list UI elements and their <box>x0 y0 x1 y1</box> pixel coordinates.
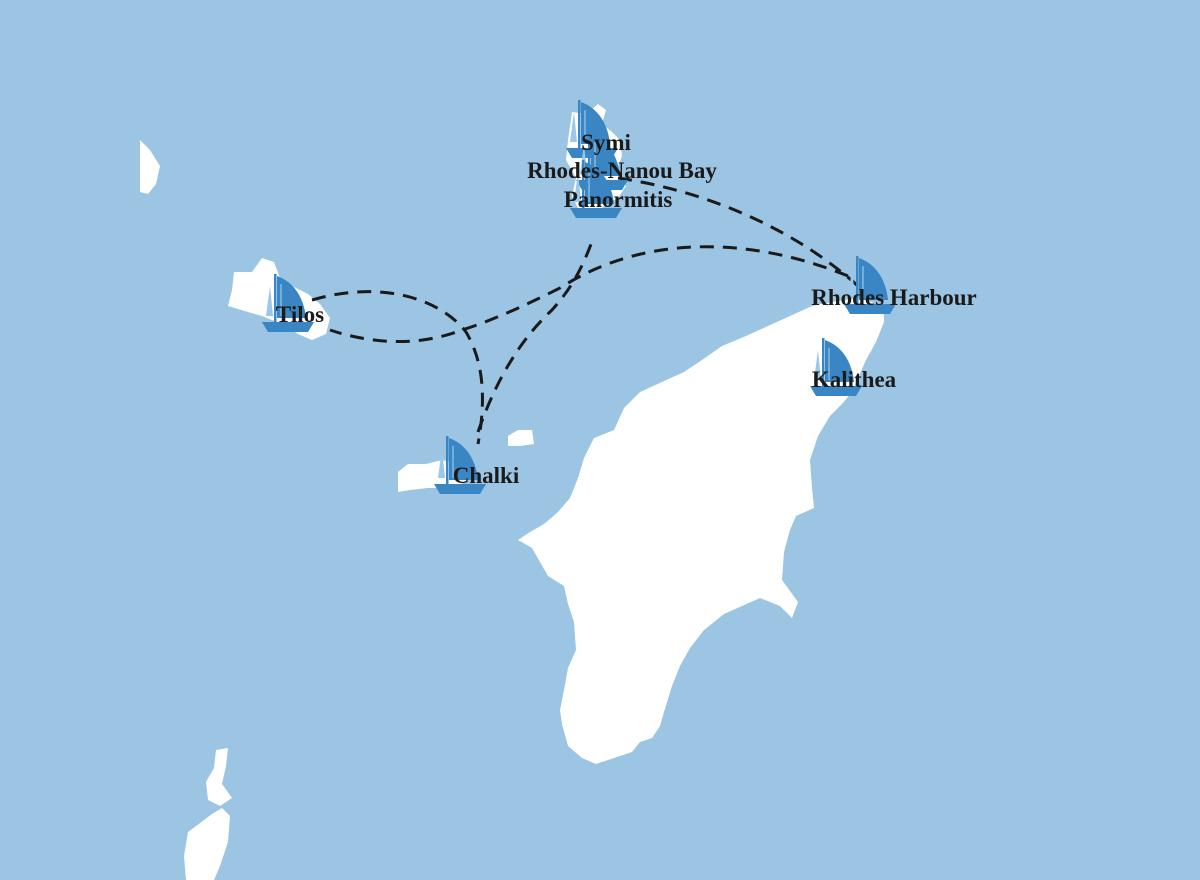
port-label-kalithea[interactable]: Kalithea <box>812 367 897 392</box>
sailboat-icon[interactable] <box>844 256 896 314</box>
port-label-panormitis[interactable]: Panormitis <box>564 187 673 212</box>
port-label-rhodes-nanou-bay[interactable]: Rhodes-Nanou Bay <box>527 158 717 183</box>
route-rhodes-harbour-tilos[interactable] <box>329 245 849 344</box>
port-label-symi[interactable]: Symi <box>581 130 631 155</box>
port-label-chalki[interactable]: Chalki <box>453 463 520 488</box>
sailboat-icon[interactable] <box>810 338 862 396</box>
land-islet-alimia <box>508 430 534 446</box>
sailboat-icon[interactable] <box>570 160 622 218</box>
land-karpathos <box>184 808 230 880</box>
port-label-rhodes-harbour[interactable]: Rhodes Harbour <box>811 285 977 310</box>
land-rhodes-island <box>518 298 884 764</box>
land-karpathos-north <box>206 748 232 806</box>
route-symi-rhodes-harbour[interactable] <box>617 176 860 288</box>
land-islet-west <box>140 140 160 194</box>
port-label-tilos[interactable]: Tilos <box>276 302 324 327</box>
route-tilos-chalki[interactable] <box>311 290 484 445</box>
routes-layer <box>311 176 860 445</box>
route-chalki-panormitis[interactable] <box>476 235 596 433</box>
markers-group <box>262 100 896 494</box>
sailboat-icon[interactable] <box>262 274 314 332</box>
sailboat-icon[interactable] <box>434 436 486 494</box>
